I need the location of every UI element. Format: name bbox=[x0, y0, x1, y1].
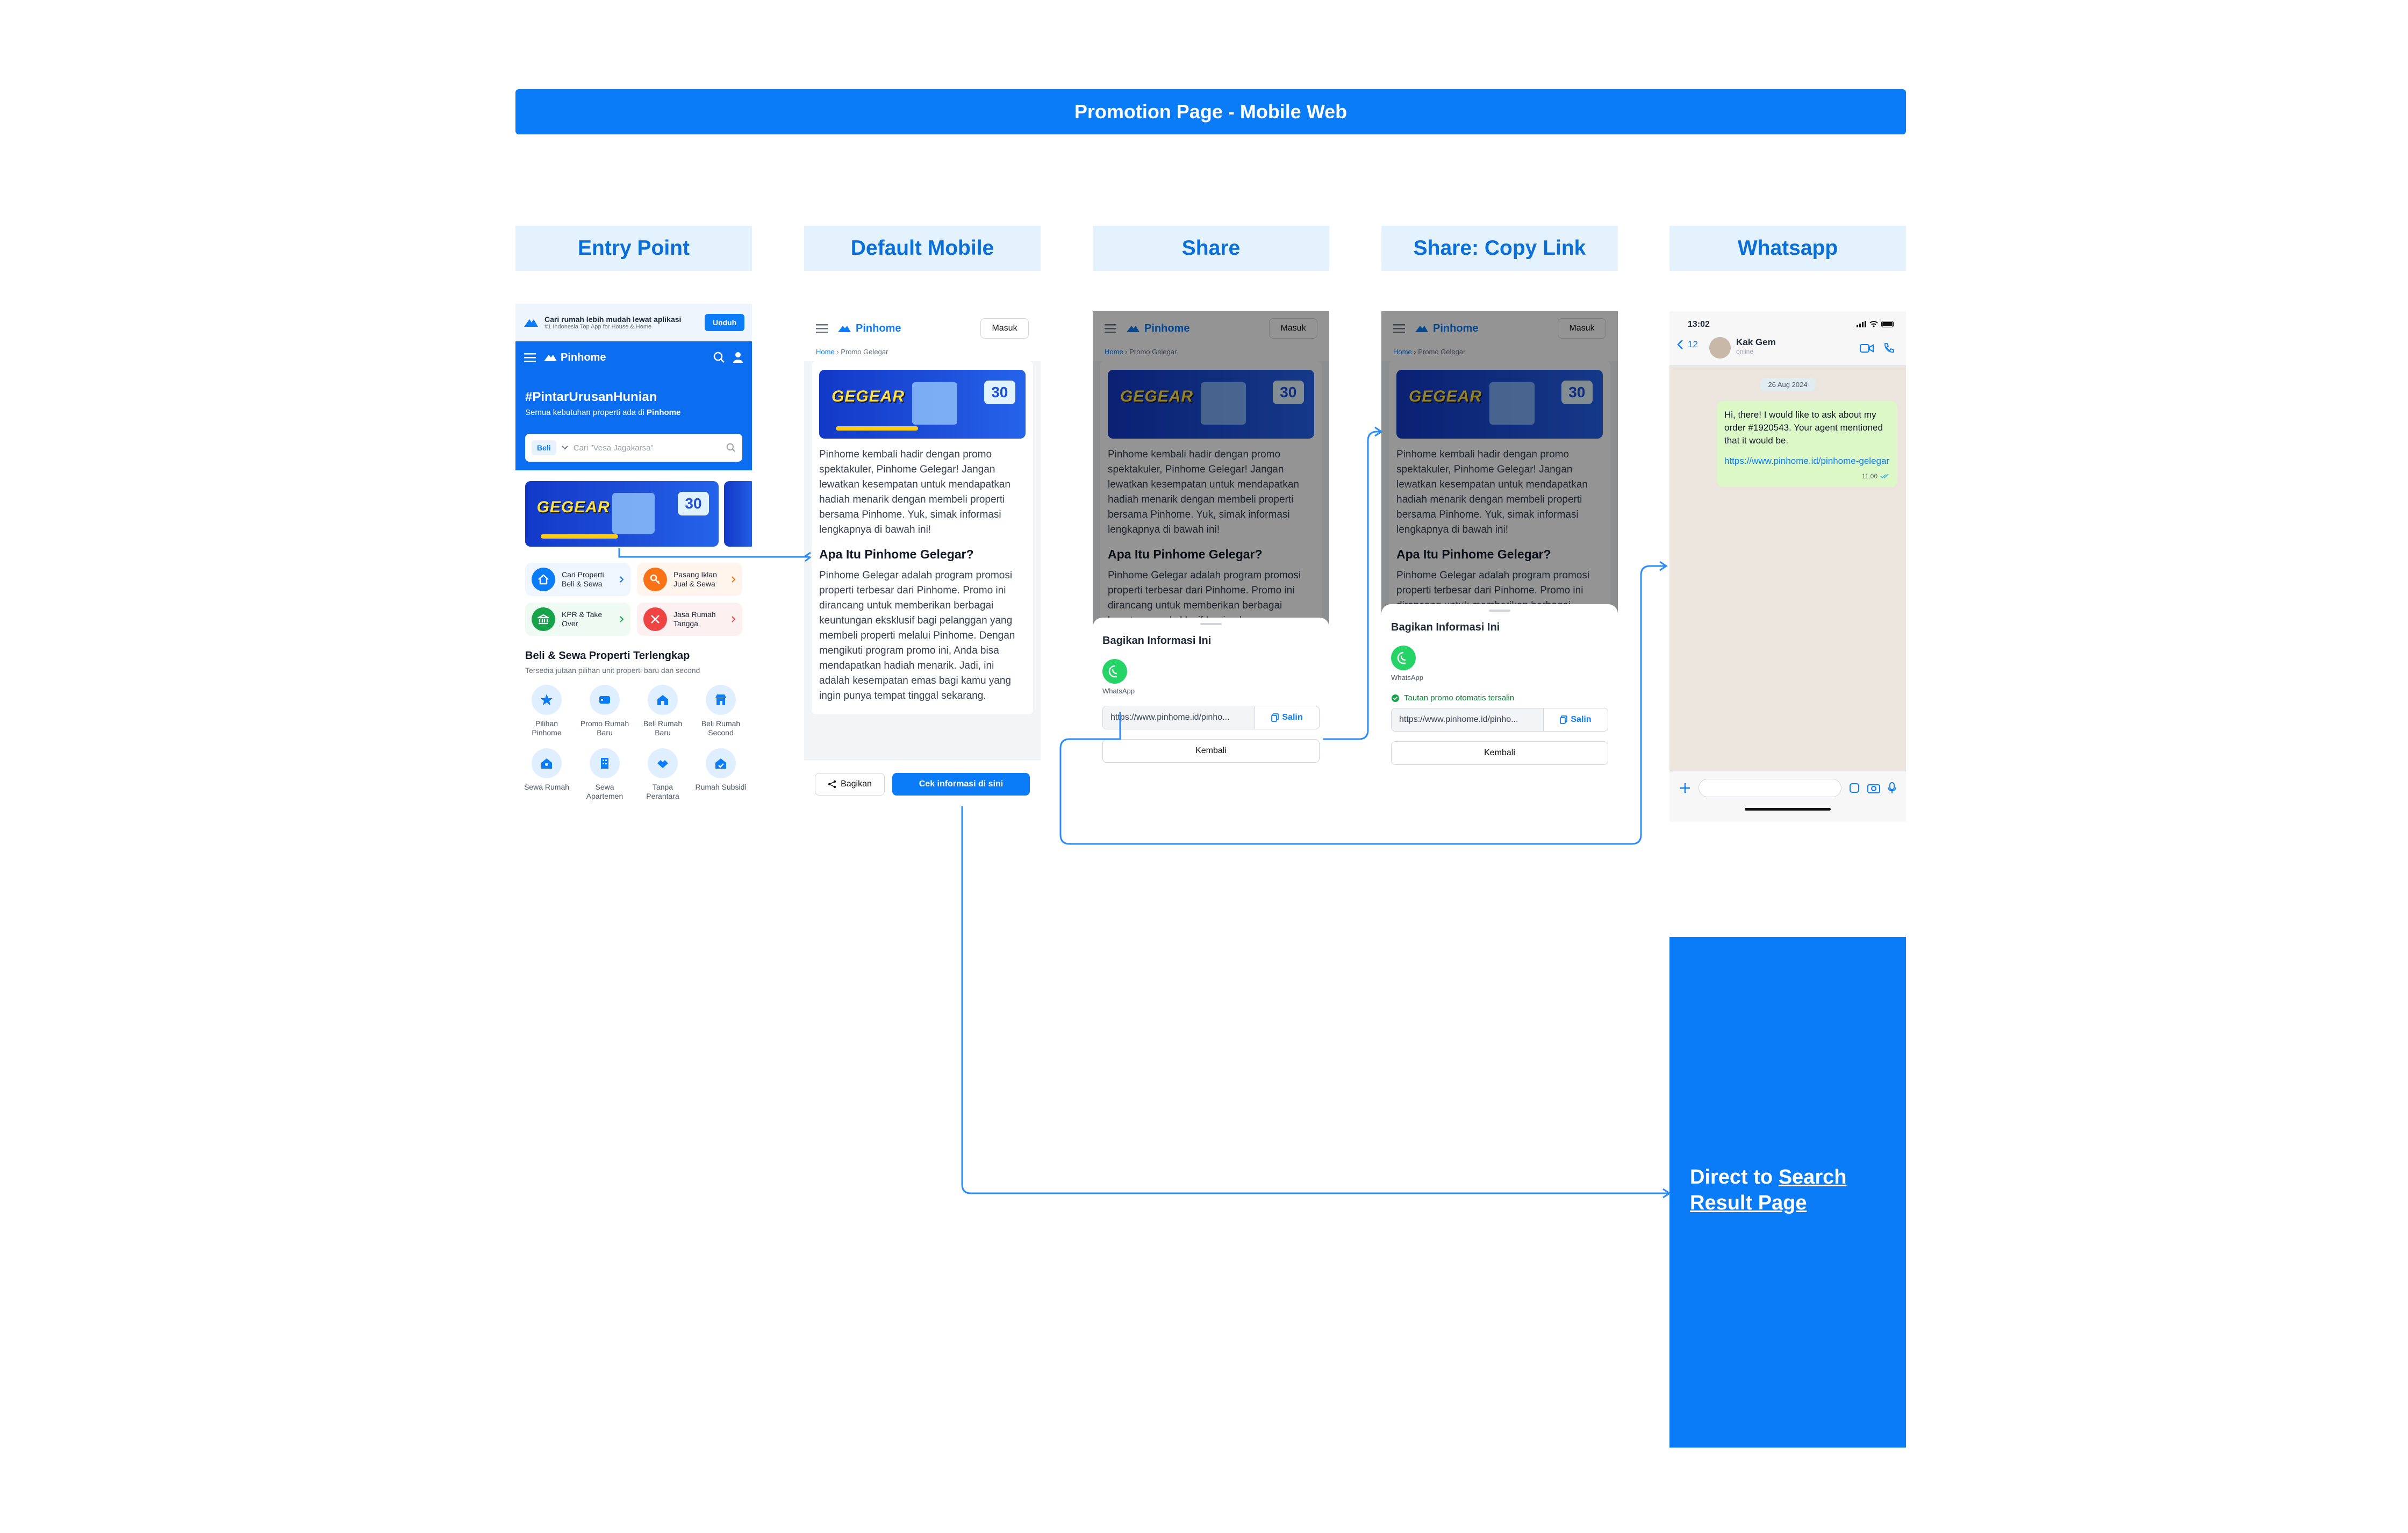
connector-share-to-copy bbox=[1323, 432, 1381, 739]
connector-entry-to-default bbox=[619, 548, 809, 557]
connector-whatsapp-to-chat bbox=[1060, 566, 1666, 844]
connector-cta-to-search bbox=[962, 806, 1669, 1193]
